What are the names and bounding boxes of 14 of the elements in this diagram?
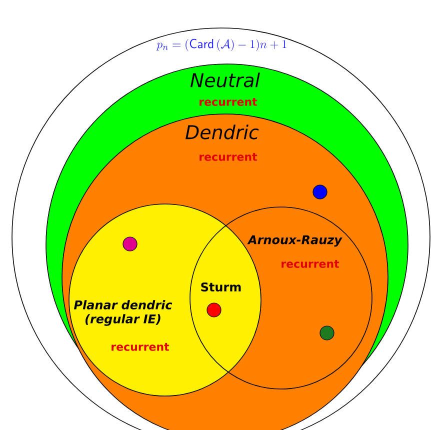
set-title: Arnoux-Rauzy [247, 235, 342, 247]
set-title: Dendric [186, 124, 259, 140]
formula: $p_n = (\mathsf{Card}\,(\mathcal{A}) - 1)n + 1$ [156, 38, 286, 52]
property-label: recurrent [112, 343, 170, 351]
dot [206, 302, 222, 318]
property-label: recurrent [200, 98, 258, 106]
dot [122, 236, 138, 252]
set-title: Neutral [190, 72, 260, 88]
set-title: Sturm [201, 282, 241, 292]
dot [312, 184, 328, 200]
property-label: recurrent [200, 153, 258, 161]
set-title: Planar dendric (regular IE) [74, 300, 172, 326]
dot [320, 326, 334, 340]
property-label: recurrent [282, 260, 340, 268]
